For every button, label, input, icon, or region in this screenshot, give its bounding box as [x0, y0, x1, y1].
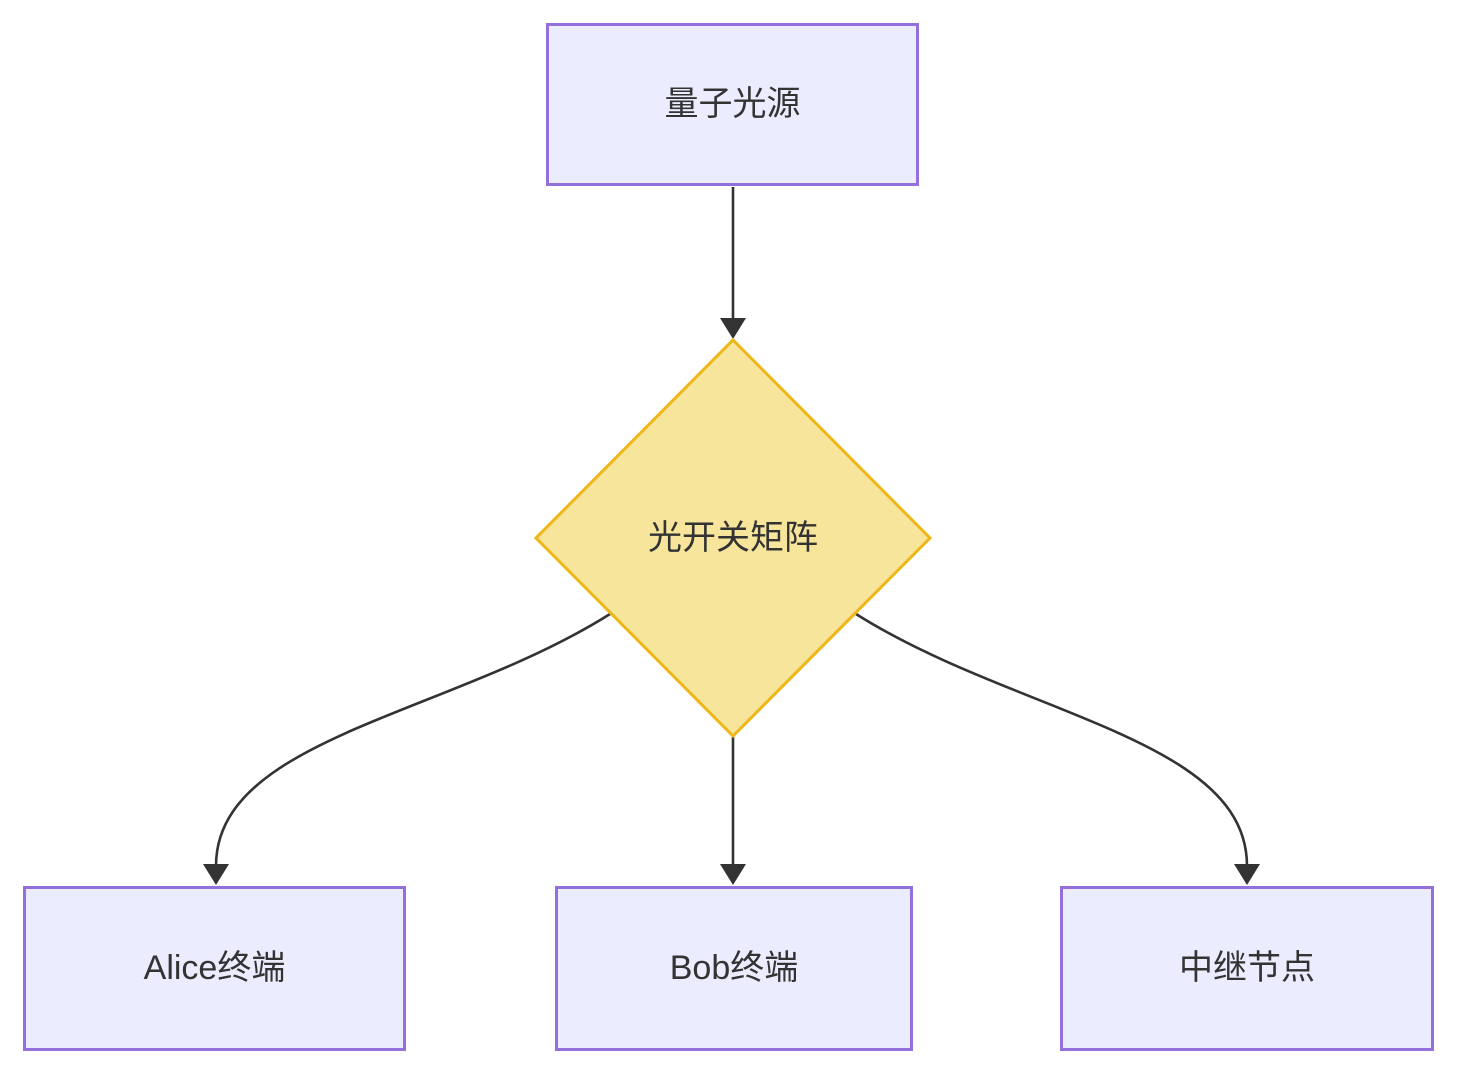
edge-switch-to-relay: [855, 612, 1249, 867]
node-alice-terminal: Alice终端: [23, 886, 406, 1051]
node-bob-terminal: Bob终端: [555, 886, 913, 1051]
node-alice-terminal-label: Alice终端: [143, 949, 286, 988]
arrowhead-switch-to-relay: [1234, 864, 1260, 885]
edge-switch-to-alice: [214, 612, 611, 867]
arrowhead-source-to-switch: [720, 318, 746, 339]
arrowhead-switch-to-bob: [720, 864, 746, 885]
node-quantum-source: 量子光源: [546, 23, 919, 186]
node-optical-switch-matrix: [533, 337, 933, 739]
node-bob-terminal-label: Bob终端: [669, 949, 799, 988]
arrowhead-switch-to-alice: [203, 864, 229, 885]
node-quantum-source-label: 量子光源: [664, 85, 801, 124]
node-relay-node: 中继节点: [1060, 886, 1434, 1051]
node-relay-node-label: 中继节点: [1179, 949, 1315, 988]
